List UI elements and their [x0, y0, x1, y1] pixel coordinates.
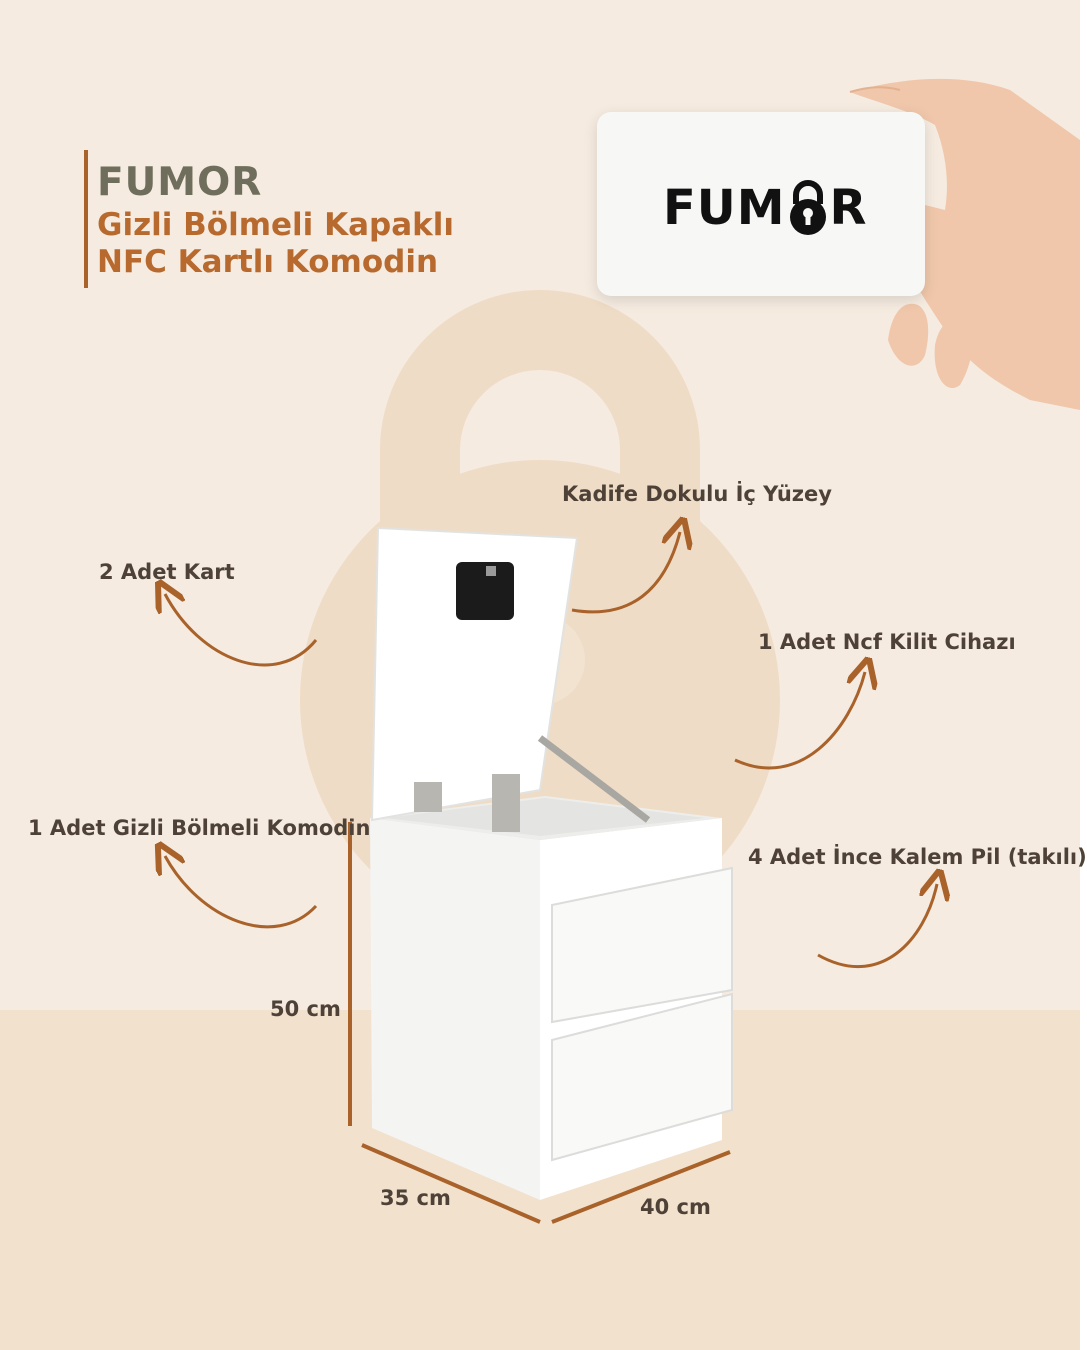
product-title-line-1: Gizli Bölmeli Kapaklı	[97, 207, 454, 243]
height-dimension-label: 50 cm	[270, 997, 341, 1021]
arrow-pil	[817, 884, 937, 969]
width-dimension-label: 40 cm	[640, 1195, 711, 1219]
card-logo-suffix: R	[829, 180, 868, 236]
hinge-right	[492, 774, 520, 832]
width-dimension-line	[551, 1150, 731, 1224]
drawer-bottom	[551, 992, 733, 1162]
arrow-komodin	[165, 856, 318, 929]
hinge-left	[414, 782, 442, 812]
depth-dimension-line	[361, 1143, 541, 1224]
card-logo: FUM R	[663, 180, 868, 236]
nfc-card: FUM R	[597, 112, 925, 296]
product-title-line-2: NFC Kartlı Komodin	[97, 244, 439, 280]
callout-kadife: Kadife Dokulu İç Yüzey	[562, 482, 832, 506]
callout-kilit: 1 Adet Ncf Kilit Cihazı	[758, 630, 1016, 654]
brand-name: FUMOR	[97, 160, 263, 205]
callout-komodin: 1 Adet Gizli Bölmeli Komodin	[28, 816, 371, 840]
nightstand	[370, 526, 733, 1200]
callout-pil: 4 Adet İnce Kalem Pil (takılı)	[748, 845, 1087, 869]
depth-dimension-label: 35 cm	[380, 1186, 451, 1210]
arrow-kilit	[734, 672, 865, 770]
padlock-keyhole-icon	[789, 180, 826, 235]
arrow-kart	[165, 594, 318, 667]
arrow-kadife	[571, 532, 680, 614]
nfc-lock-device	[456, 562, 514, 620]
gas-strut	[537, 735, 651, 823]
title-accent-bar	[84, 150, 88, 288]
hand-icon	[849, 78, 1080, 411]
card-logo-prefix: FUM	[663, 180, 786, 236]
callout-kart: 2 Adet Kart	[99, 560, 235, 584]
drawer-top	[551, 866, 733, 1024]
